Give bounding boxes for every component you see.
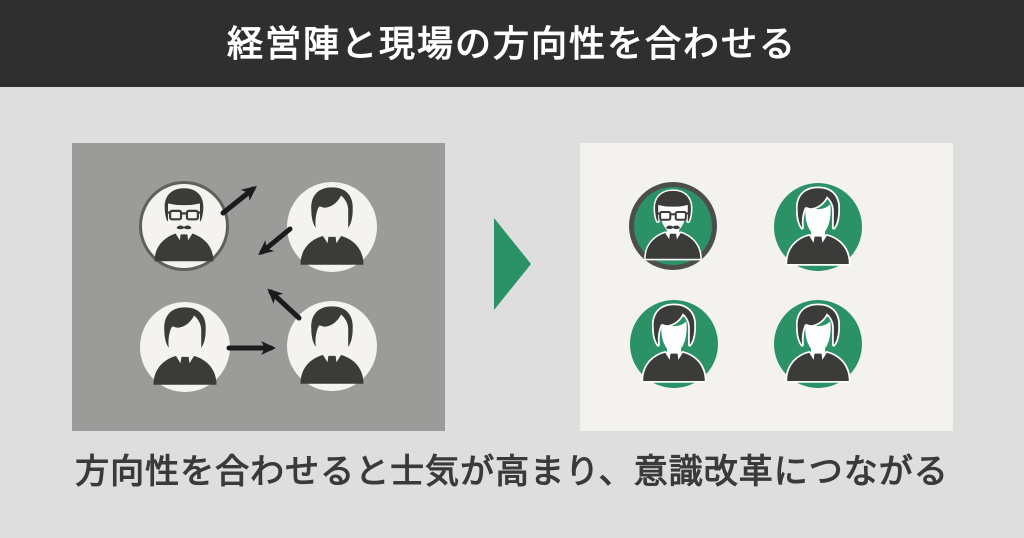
caption-text: 方向性を合わせると士気が高まり、意識改革につながる xyxy=(75,453,949,491)
employee-avatar xyxy=(287,182,377,272)
manager-avatar xyxy=(629,182,717,270)
employee-avatar xyxy=(287,301,377,391)
title-bar: 経営陣と現場の方向性を合わせる xyxy=(0,0,1024,87)
aligned-team-panel xyxy=(580,143,953,431)
transition-arrow-icon xyxy=(494,218,531,310)
employee-avatar-icon xyxy=(774,183,862,271)
direction-arrow-northeast-icon xyxy=(220,185,257,216)
misaligned-team-panel xyxy=(72,143,445,431)
employee-avatar xyxy=(630,300,718,388)
employee-avatar xyxy=(774,300,862,388)
employee-avatar-icon xyxy=(630,300,718,388)
employee-avatar xyxy=(140,302,230,392)
direction-arrow-southwest-icon xyxy=(258,226,293,256)
manager-avatar xyxy=(139,181,229,271)
direction-arrow-northwest-icon xyxy=(267,288,302,321)
misaligned-direction-arrows xyxy=(220,185,302,355)
employee-avatar-icon xyxy=(774,300,862,388)
page-title: 経営陣と現場の方向性を合わせる xyxy=(226,22,797,64)
employee-avatar xyxy=(774,183,862,271)
manager-avatar-icon xyxy=(634,187,712,265)
